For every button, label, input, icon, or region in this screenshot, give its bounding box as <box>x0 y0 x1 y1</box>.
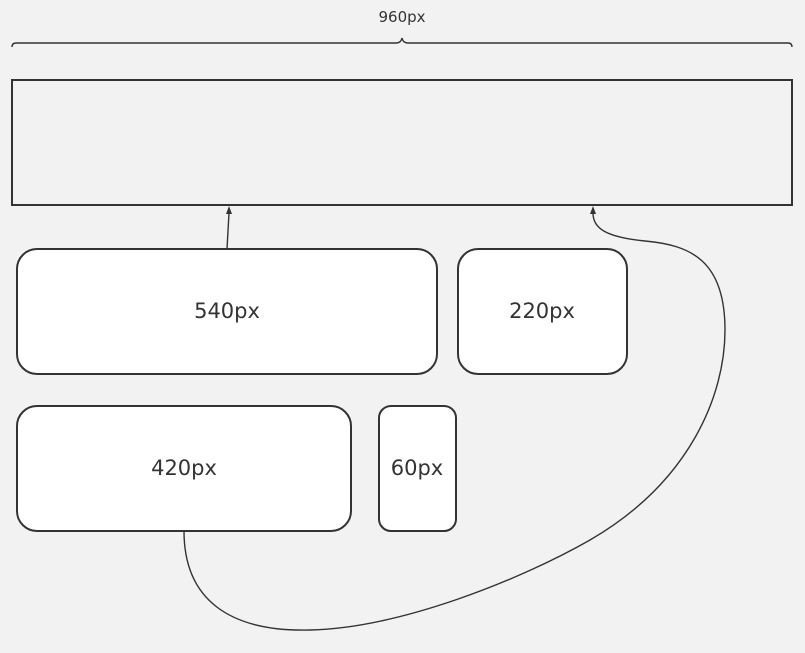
box-420: 420px <box>16 405 352 532</box>
box-60: 60px <box>378 405 457 532</box>
width-brace <box>11 37 793 48</box>
arrowhead-icon <box>226 206 232 214</box>
box-540: 540px <box>16 248 438 375</box>
connector-540-to-container <box>226 206 232 250</box>
box-420-label: 420px <box>151 456 217 480</box>
box-220-label: 220px <box>509 299 575 323</box>
width-label: 960px <box>378 8 425 26</box>
box-60-label: 60px <box>391 456 443 480</box>
box-540-label: 540px <box>194 299 260 323</box>
arrowhead-icon <box>590 206 596 214</box>
box-220: 220px <box>457 248 628 375</box>
connector-420-to-container <box>183 206 726 631</box>
container-box <box>11 79 793 206</box>
